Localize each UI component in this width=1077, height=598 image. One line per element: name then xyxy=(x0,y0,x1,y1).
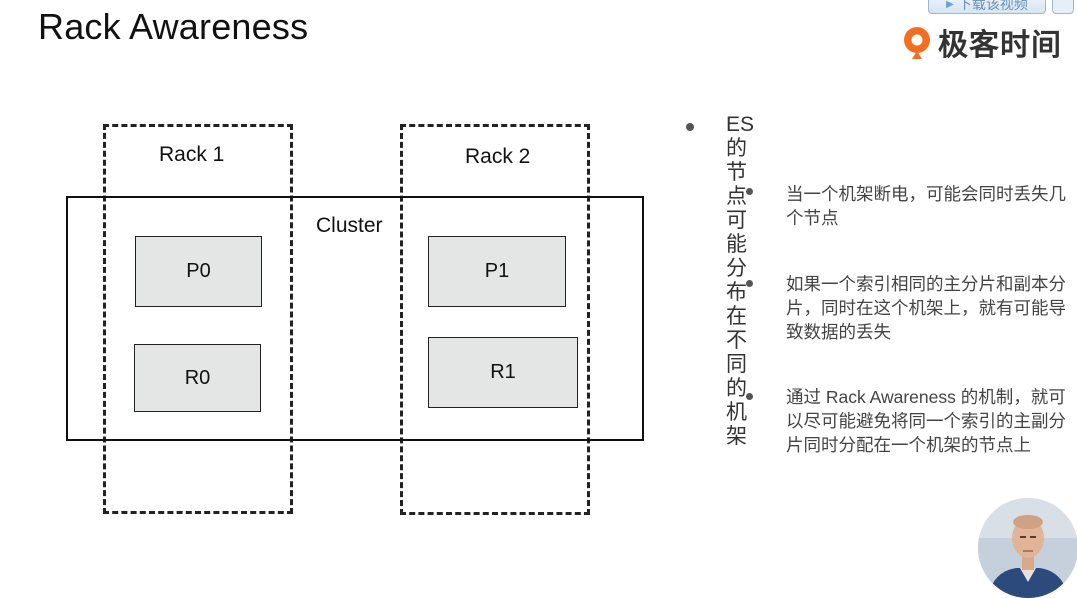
shard-r0: R0 xyxy=(134,344,261,412)
rack-2-box xyxy=(400,124,590,515)
download-video-label: 下载该视频 xyxy=(957,0,1028,12)
cluster-box xyxy=(66,196,644,441)
rack-awareness-diagram: Rack 1 Rack 2 Cluster P0 R0 P1 R1 xyxy=(66,124,644,515)
slide-title: Rack Awareness xyxy=(38,6,309,47)
corner-button[interactable] xyxy=(1052,0,1074,14)
bullet-main: ES 的节点可能分布在不同的机架 xyxy=(726,113,755,448)
rack-1-box xyxy=(103,124,293,514)
shard-r1: R1 xyxy=(428,337,578,408)
presenter-video[interactable] xyxy=(978,498,1077,598)
presenter-avatar-icon xyxy=(978,498,1077,598)
download-video-button[interactable]: ▶ 下载该视频 xyxy=(928,0,1046,14)
rack-1-label: Rack 1 xyxy=(159,143,225,166)
brand-name: 极客时间 xyxy=(938,29,1062,62)
bullet-dot-icon xyxy=(746,280,753,287)
bullet-item-1: 当一个机架断电，可能会同时丢失几个节点 xyxy=(786,184,1066,228)
shard-p0: P0 xyxy=(135,236,262,307)
geektime-logo-icon xyxy=(904,27,930,59)
bullet-dot-icon xyxy=(746,188,753,195)
bullet-dot-icon xyxy=(746,393,753,400)
rack-2-label: Rack 2 xyxy=(465,145,531,168)
bullet-item-3: 通过 Rack Awareness 的机制，就可以尽可能避免将同一个索引的主副分… xyxy=(786,387,1066,455)
brand-logo: 极客时间 xyxy=(900,20,1062,64)
cluster-label: Cluster xyxy=(316,214,383,237)
bullet-dot-icon xyxy=(686,123,694,131)
bullet-item-2: 如果一个索引相同的主分片和副本分片，同时在这个机架上，就有可能导致数据的丢失 xyxy=(786,274,1066,342)
shard-p1: P1 xyxy=(428,236,566,307)
play-arrow-icon: ▶ xyxy=(946,0,954,10)
